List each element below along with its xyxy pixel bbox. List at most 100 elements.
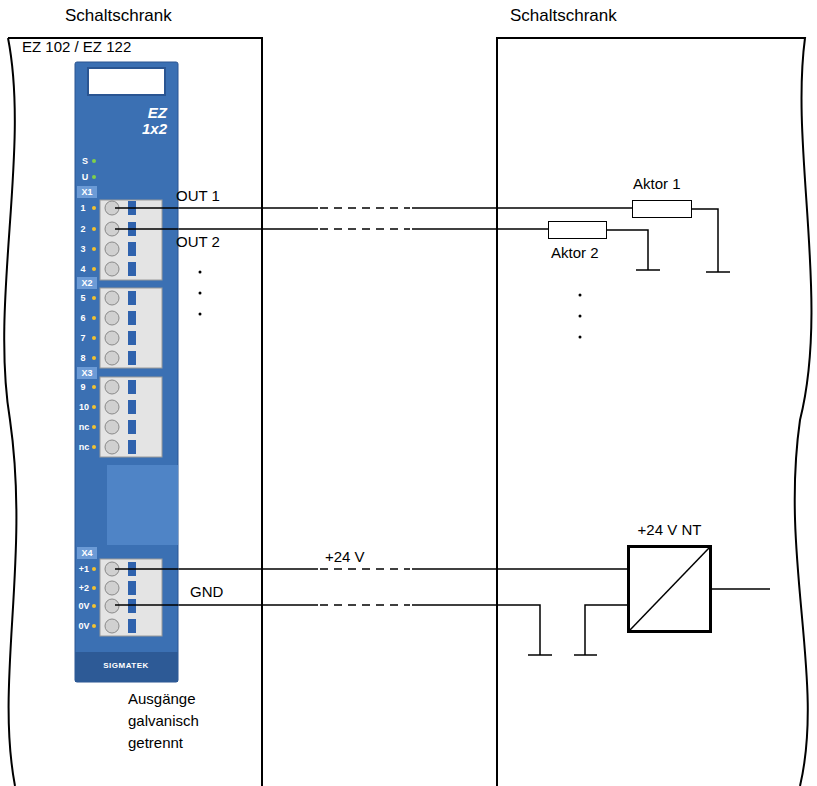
wire-stub <box>115 207 178 209</box>
drawing-part <box>128 400 136 414</box>
drawing-part <box>105 242 119 256</box>
drawing-part <box>105 351 119 365</box>
pin-label: 6 <box>80 313 85 323</box>
drawing-part <box>100 377 162 457</box>
connector-name: X1 <box>81 187 92 197</box>
signal-name: GND <box>190 583 223 601</box>
drawing-part <box>128 242 136 256</box>
wire-gap <box>318 564 412 574</box>
wire-stub <box>115 228 178 230</box>
drawing-part <box>105 331 119 345</box>
actuator-label: Aktor 1 <box>633 175 681 193</box>
drawing-part <box>77 547 97 559</box>
connector-name: X4 <box>81 548 92 558</box>
drawing-part <box>128 440 136 454</box>
connector-name: X2 <box>81 278 92 288</box>
drawing-part <box>128 599 136 613</box>
drawing-part <box>105 291 119 305</box>
pin-label: 3 <box>80 244 85 254</box>
pin-label: nc <box>79 442 90 452</box>
drawing-part <box>105 311 119 325</box>
drawing-part <box>92 445 96 449</box>
drawing-part <box>92 356 96 360</box>
pin-label: 1 <box>80 203 85 213</box>
drawing-part <box>77 186 97 198</box>
drawing-part <box>92 425 96 429</box>
pin-label: U <box>82 172 89 182</box>
cabinet: Schaltschrank EZ 102 / EZ 122Ausgänge gal… <box>0 0 265 786</box>
drawing-part <box>92 316 96 320</box>
wire-gap <box>318 203 412 213</box>
drawing-part <box>100 288 162 368</box>
drawing-part <box>128 351 136 365</box>
drawing-part <box>105 420 119 434</box>
cabinet-outline <box>4 38 262 786</box>
wire-stub <box>115 568 178 570</box>
drawing-part <box>100 200 162 280</box>
power-supply: +24 V NT <box>627 545 712 633</box>
dashed-wire <box>320 228 410 230</box>
drawing-part <box>105 581 119 595</box>
drawing-part <box>92 296 96 300</box>
pin-label: +1 <box>79 564 89 574</box>
drawing-part <box>92 159 96 163</box>
ellipsis-dots <box>199 271 582 339</box>
drawing-part <box>92 175 96 179</box>
actuator-resistor: Aktor 1 <box>632 200 692 218</box>
power-supply-label: +24 V NT <box>638 521 702 539</box>
cabinet-title: Schaltschrank <box>510 6 617 26</box>
pin-label: +2 <box>79 583 89 593</box>
drawing-part <box>105 599 119 613</box>
cabinet-note: Ausgänge galvanisch getrennt <box>128 688 236 754</box>
wire-label: +24 V <box>325 548 365 566</box>
drawing-part <box>92 405 96 409</box>
drawing-part <box>77 277 97 289</box>
actuator-label: Aktor 2 <box>551 244 599 262</box>
drawing-part <box>100 559 162 636</box>
cabinet-note: EZ 102 / EZ 122 <box>22 38 131 56</box>
cabinet: SchaltschrankAktor 1 Aktor 2 +24 V NT <box>497 0 817 786</box>
pin-label: 8 <box>80 353 85 363</box>
drawing-part <box>105 400 119 414</box>
drawing-part <box>128 331 136 345</box>
drawing-part <box>92 624 96 628</box>
dashed-wire <box>320 207 410 209</box>
drawing-part <box>128 619 136 633</box>
drawing-part <box>75 652 178 682</box>
drawing-part <box>128 311 136 325</box>
drawing-part <box>128 380 136 394</box>
drawing-part <box>128 262 136 276</box>
cabinet-title: Schaltschrank <box>65 6 172 26</box>
drawing-part <box>105 619 119 633</box>
pin-label: 7 <box>80 333 85 343</box>
io-module: EZ 1x2SUX11234X25678X3910ncncX4+1+20V0VS… <box>75 62 178 682</box>
pin-label: 2 <box>80 224 85 234</box>
actuator-resistor: Aktor 2 <box>548 221 607 239</box>
drawing-part <box>630 548 709 630</box>
drawing-part <box>107 465 178 545</box>
drawing-part <box>105 262 119 276</box>
pin-label: 0V <box>78 621 89 631</box>
pin-label: nc <box>79 422 90 432</box>
drawing-part <box>92 385 96 389</box>
drawing-part <box>77 367 97 379</box>
wire-gap <box>318 600 412 610</box>
drawing-part <box>105 440 119 454</box>
drawing-part <box>105 380 119 394</box>
signal-wire <box>178 228 548 230</box>
drawing-part <box>92 227 96 231</box>
converter-symbol <box>630 548 709 630</box>
drawing-part <box>88 68 165 95</box>
ground-wires <box>178 209 770 655</box>
pin-label: S <box>82 156 88 166</box>
drawing-part <box>92 247 96 251</box>
wire-label: OUT 2 <box>176 233 220 251</box>
brand-label: SIGMATEK <box>103 661 149 671</box>
pin-label: 5 <box>80 293 85 303</box>
wire-stub <box>115 604 178 606</box>
signal-wire <box>178 207 632 209</box>
module-type: EZ 1x2 <box>131 105 167 137</box>
dashed-wire <box>320 604 410 606</box>
drawing-part <box>92 586 96 590</box>
connector-name: X3 <box>81 368 92 378</box>
